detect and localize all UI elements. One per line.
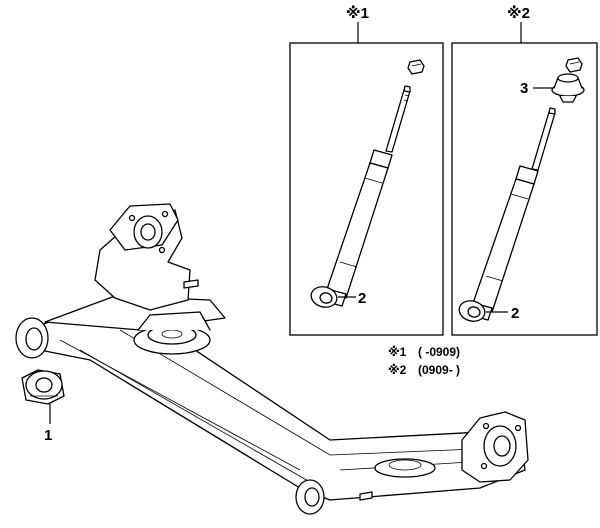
panel-box-1 — [289, 42, 444, 336]
panel-marker-1: ※1 — [346, 4, 369, 22]
callout-2b: 2 — [511, 305, 519, 322]
front-bushing — [21, 369, 65, 405]
rear-axle-beam — [15, 203, 529, 515]
shock-absorber-2 — [458, 57, 585, 322]
note-1-text: ( -0909) — [418, 345, 460, 359]
panel-marker-2: ※2 — [507, 4, 530, 22]
note-1-marker: ※1 — [388, 345, 407, 359]
nut-1 — [407, 59, 425, 75]
callout-3: 3 — [520, 80, 528, 97]
upper-support — [551, 73, 585, 103]
note-2-marker: ※2 — [388, 363, 407, 377]
callout-2a: 2 — [358, 290, 366, 307]
callout-1: 1 — [44, 427, 52, 444]
note-2-text: (0909- ) — [418, 363, 460, 377]
nut-2 — [565, 57, 583, 73]
shock-absorber-1 — [310, 59, 425, 308]
panel-box-2 — [451, 42, 598, 336]
